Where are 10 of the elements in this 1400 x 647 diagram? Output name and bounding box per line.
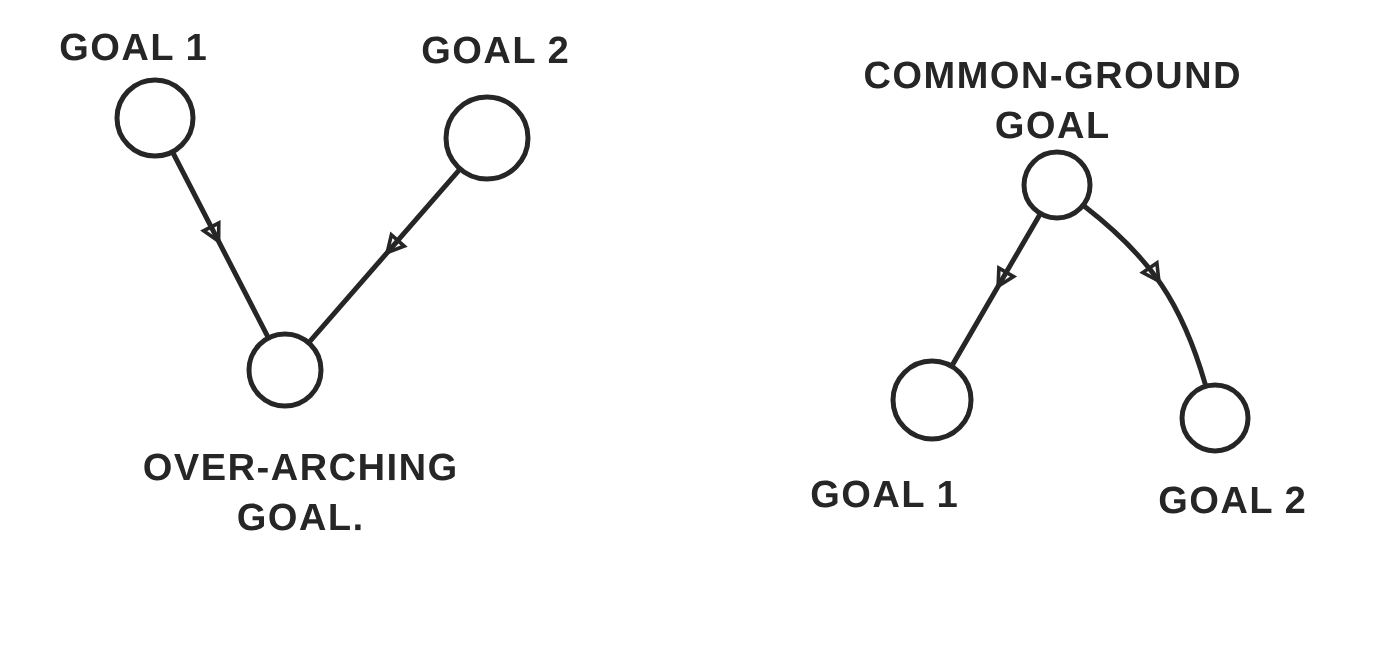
node-label: OVER-ARCHING GOAL. [144, 453, 455, 531]
node-label: GOAL 2 [422, 36, 568, 64]
arrow [307, 168, 461, 344]
node-label: GOAL 2 [1159, 486, 1305, 514]
arrow [171, 151, 270, 339]
arrow [950, 213, 1042, 367]
node-label: GOAL 1 [811, 480, 957, 508]
arrow [1082, 204, 1208, 387]
node-label: COMMON-GROUND GOAL [865, 61, 1239, 139]
node-label: GOAL 1 [60, 33, 206, 61]
